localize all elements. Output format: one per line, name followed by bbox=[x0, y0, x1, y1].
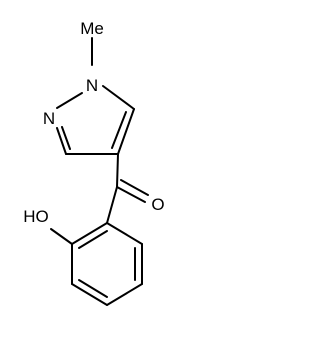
bond-c4-carbonyl bbox=[116, 153, 119, 188]
bond-ar6-hydroxyl bbox=[50, 228, 73, 245]
bond-c4-c5 bbox=[117, 108, 135, 155]
bond-ar3-ar4 bbox=[106, 283, 143, 306]
bond-n1-n2 bbox=[56, 92, 83, 109]
bond-ar4-ar5 bbox=[71, 283, 108, 306]
bond-c4-c5-inner bbox=[111, 111, 127, 149]
hydroxyl-label: HO bbox=[23, 207, 49, 226]
n-substituted-label: N bbox=[86, 76, 98, 95]
methyl-label: Me bbox=[80, 19, 104, 38]
bond-n2-c3-inner bbox=[61, 126, 71, 150]
bond-ar1-ar2 bbox=[106, 222, 143, 245]
structure-diagram: Me N N O HO bbox=[23, 19, 165, 306]
bond-n2-c3 bbox=[56, 127, 67, 155]
carbonyl-oxygen-label: O bbox=[151, 195, 164, 214]
bond-carbonyl-o bbox=[116, 186, 146, 203]
bond-ar6-ar1 bbox=[71, 222, 108, 245]
bond-carbonyl-o-double bbox=[120, 179, 149, 196]
bond-ar6-ar1-inner bbox=[78, 230, 108, 249]
bond-carbonyl-aryl bbox=[106, 186, 118, 224]
bond-ar4-ar5-inner bbox=[78, 279, 108, 298]
n-ring-label: N bbox=[43, 109, 55, 128]
bond-c5-n1 bbox=[102, 85, 135, 110]
